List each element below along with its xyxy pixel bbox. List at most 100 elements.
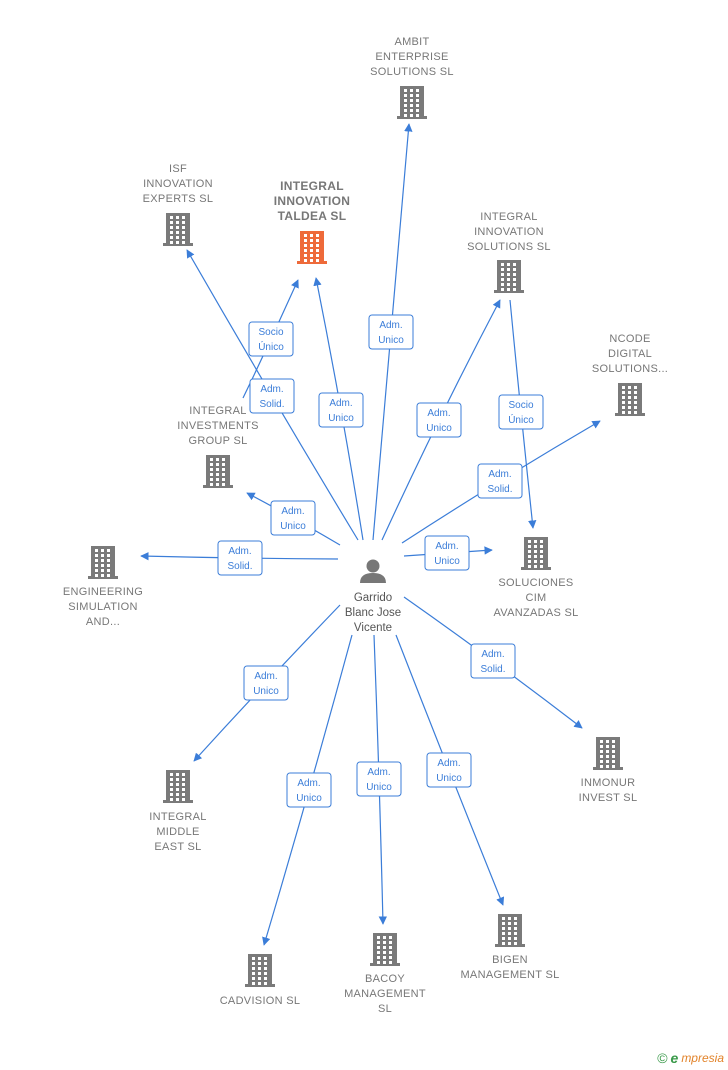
building-base bbox=[163, 800, 193, 803]
building-window bbox=[258, 982, 261, 985]
building-window bbox=[606, 765, 609, 768]
building-window bbox=[383, 956, 386, 959]
edge-label-center-cim[interactable]: Adm.Unico bbox=[424, 535, 470, 571]
company-label: MANAGEMENT bbox=[344, 988, 426, 1000]
edge-label-box bbox=[356, 761, 402, 797]
building-window bbox=[258, 962, 261, 965]
edge-label-center-eng[interactable]: Adm.Solid. bbox=[217, 540, 263, 576]
edge-label-box bbox=[477, 463, 523, 499]
company-label: ISF bbox=[169, 163, 187, 175]
building-window bbox=[534, 565, 537, 568]
company-label: MIDDLE bbox=[156, 826, 199, 838]
edge-label-box bbox=[243, 665, 289, 701]
edge-label-text: Adm. bbox=[435, 541, 458, 552]
company-label: INNOVATION bbox=[474, 226, 544, 238]
edge-label-text: Solid. bbox=[227, 561, 252, 572]
building-window bbox=[540, 550, 543, 553]
building-window bbox=[210, 478, 213, 481]
company-node-cadvision[interactable]: CADVISION SL bbox=[220, 954, 301, 1007]
building-window bbox=[634, 401, 637, 404]
building-window bbox=[628, 401, 631, 404]
person-label: Garrido bbox=[354, 592, 392, 604]
building-window bbox=[101, 549, 104, 552]
building-window bbox=[606, 740, 609, 743]
building-window bbox=[634, 396, 637, 399]
edge-label-text: Socio bbox=[508, 400, 533, 411]
building-window bbox=[252, 967, 255, 970]
building-window bbox=[514, 942, 517, 945]
edge-label-text: Único bbox=[508, 413, 534, 426]
building-window bbox=[416, 99, 419, 102]
edge-label-center-ime[interactable]: Adm.Unico bbox=[243, 665, 289, 701]
building-base bbox=[521, 567, 551, 570]
building-icon bbox=[245, 954, 275, 987]
building-base bbox=[495, 944, 525, 947]
edge-label-center-iig[interactable]: Adm.Unico bbox=[270, 500, 316, 536]
edge-label-center-inmonur[interactable]: Adm.Solid. bbox=[470, 643, 516, 679]
building-icon bbox=[88, 546, 118, 579]
building-window bbox=[410, 114, 413, 117]
building-window bbox=[95, 574, 98, 577]
building-window bbox=[216, 473, 219, 476]
building-window bbox=[310, 239, 313, 242]
edge-label-center-bigen[interactable]: Adm.Unico bbox=[426, 752, 472, 788]
building-window bbox=[634, 411, 637, 414]
building-window bbox=[612, 750, 615, 753]
edge-label-center-cadvision[interactable]: Adm.Unico bbox=[286, 772, 332, 808]
edge-label-center-bacoy[interactable]: Adm.Unico bbox=[356, 761, 402, 797]
edge-label-box bbox=[426, 752, 472, 788]
building-window bbox=[222, 473, 225, 476]
building-window bbox=[508, 942, 511, 945]
building-window bbox=[216, 478, 219, 481]
building-window bbox=[606, 760, 609, 763]
building-base bbox=[163, 243, 193, 246]
edge-label-center-ncode[interactable]: Adm.Solid. bbox=[477, 463, 523, 499]
edge-label-box bbox=[249, 378, 295, 414]
building-window bbox=[600, 750, 603, 753]
company-node-ncode[interactable]: NCODEDIGITALSOLUTIONS... bbox=[592, 333, 668, 416]
building-window bbox=[222, 478, 225, 481]
company-label: TALDEA SL bbox=[278, 209, 347, 223]
building-window bbox=[502, 927, 505, 930]
building-window bbox=[176, 241, 179, 244]
building-window bbox=[176, 221, 179, 224]
building-window bbox=[410, 99, 413, 102]
building-base bbox=[615, 413, 645, 416]
building-window bbox=[540, 545, 543, 548]
building-window bbox=[176, 793, 179, 796]
building-window bbox=[410, 94, 413, 97]
building-window bbox=[612, 765, 615, 768]
building-window bbox=[377, 936, 380, 939]
company-label: NCODE bbox=[609, 333, 650, 345]
edge-labels-layer: Adm.UnicoAdm.Solid.Adm.UnicoSocioÚnicoAd… bbox=[217, 314, 544, 808]
edge-label-center-isf[interactable]: Adm.Solid. bbox=[249, 378, 295, 414]
edge-label-center-taldea[interactable]: Adm.Unico bbox=[318, 392, 364, 428]
edge-label-text: Adm. bbox=[488, 469, 511, 480]
building-window bbox=[170, 788, 173, 791]
building-window bbox=[377, 941, 380, 944]
company-node-eng[interactable]: ENGINEERINGSIMULATIONAND... bbox=[63, 546, 143, 628]
building-window bbox=[501, 278, 504, 281]
building-window bbox=[502, 942, 505, 945]
building-window bbox=[95, 569, 98, 572]
company-label: EXPERTS SL bbox=[143, 193, 214, 205]
building-window bbox=[264, 962, 267, 965]
edge-label-center-iisol[interactable]: Adm.Unico bbox=[416, 402, 462, 438]
building-window bbox=[170, 798, 173, 801]
edge-label-center-ambit[interactable]: Adm.Unico bbox=[368, 314, 414, 350]
building-icon bbox=[163, 770, 193, 803]
